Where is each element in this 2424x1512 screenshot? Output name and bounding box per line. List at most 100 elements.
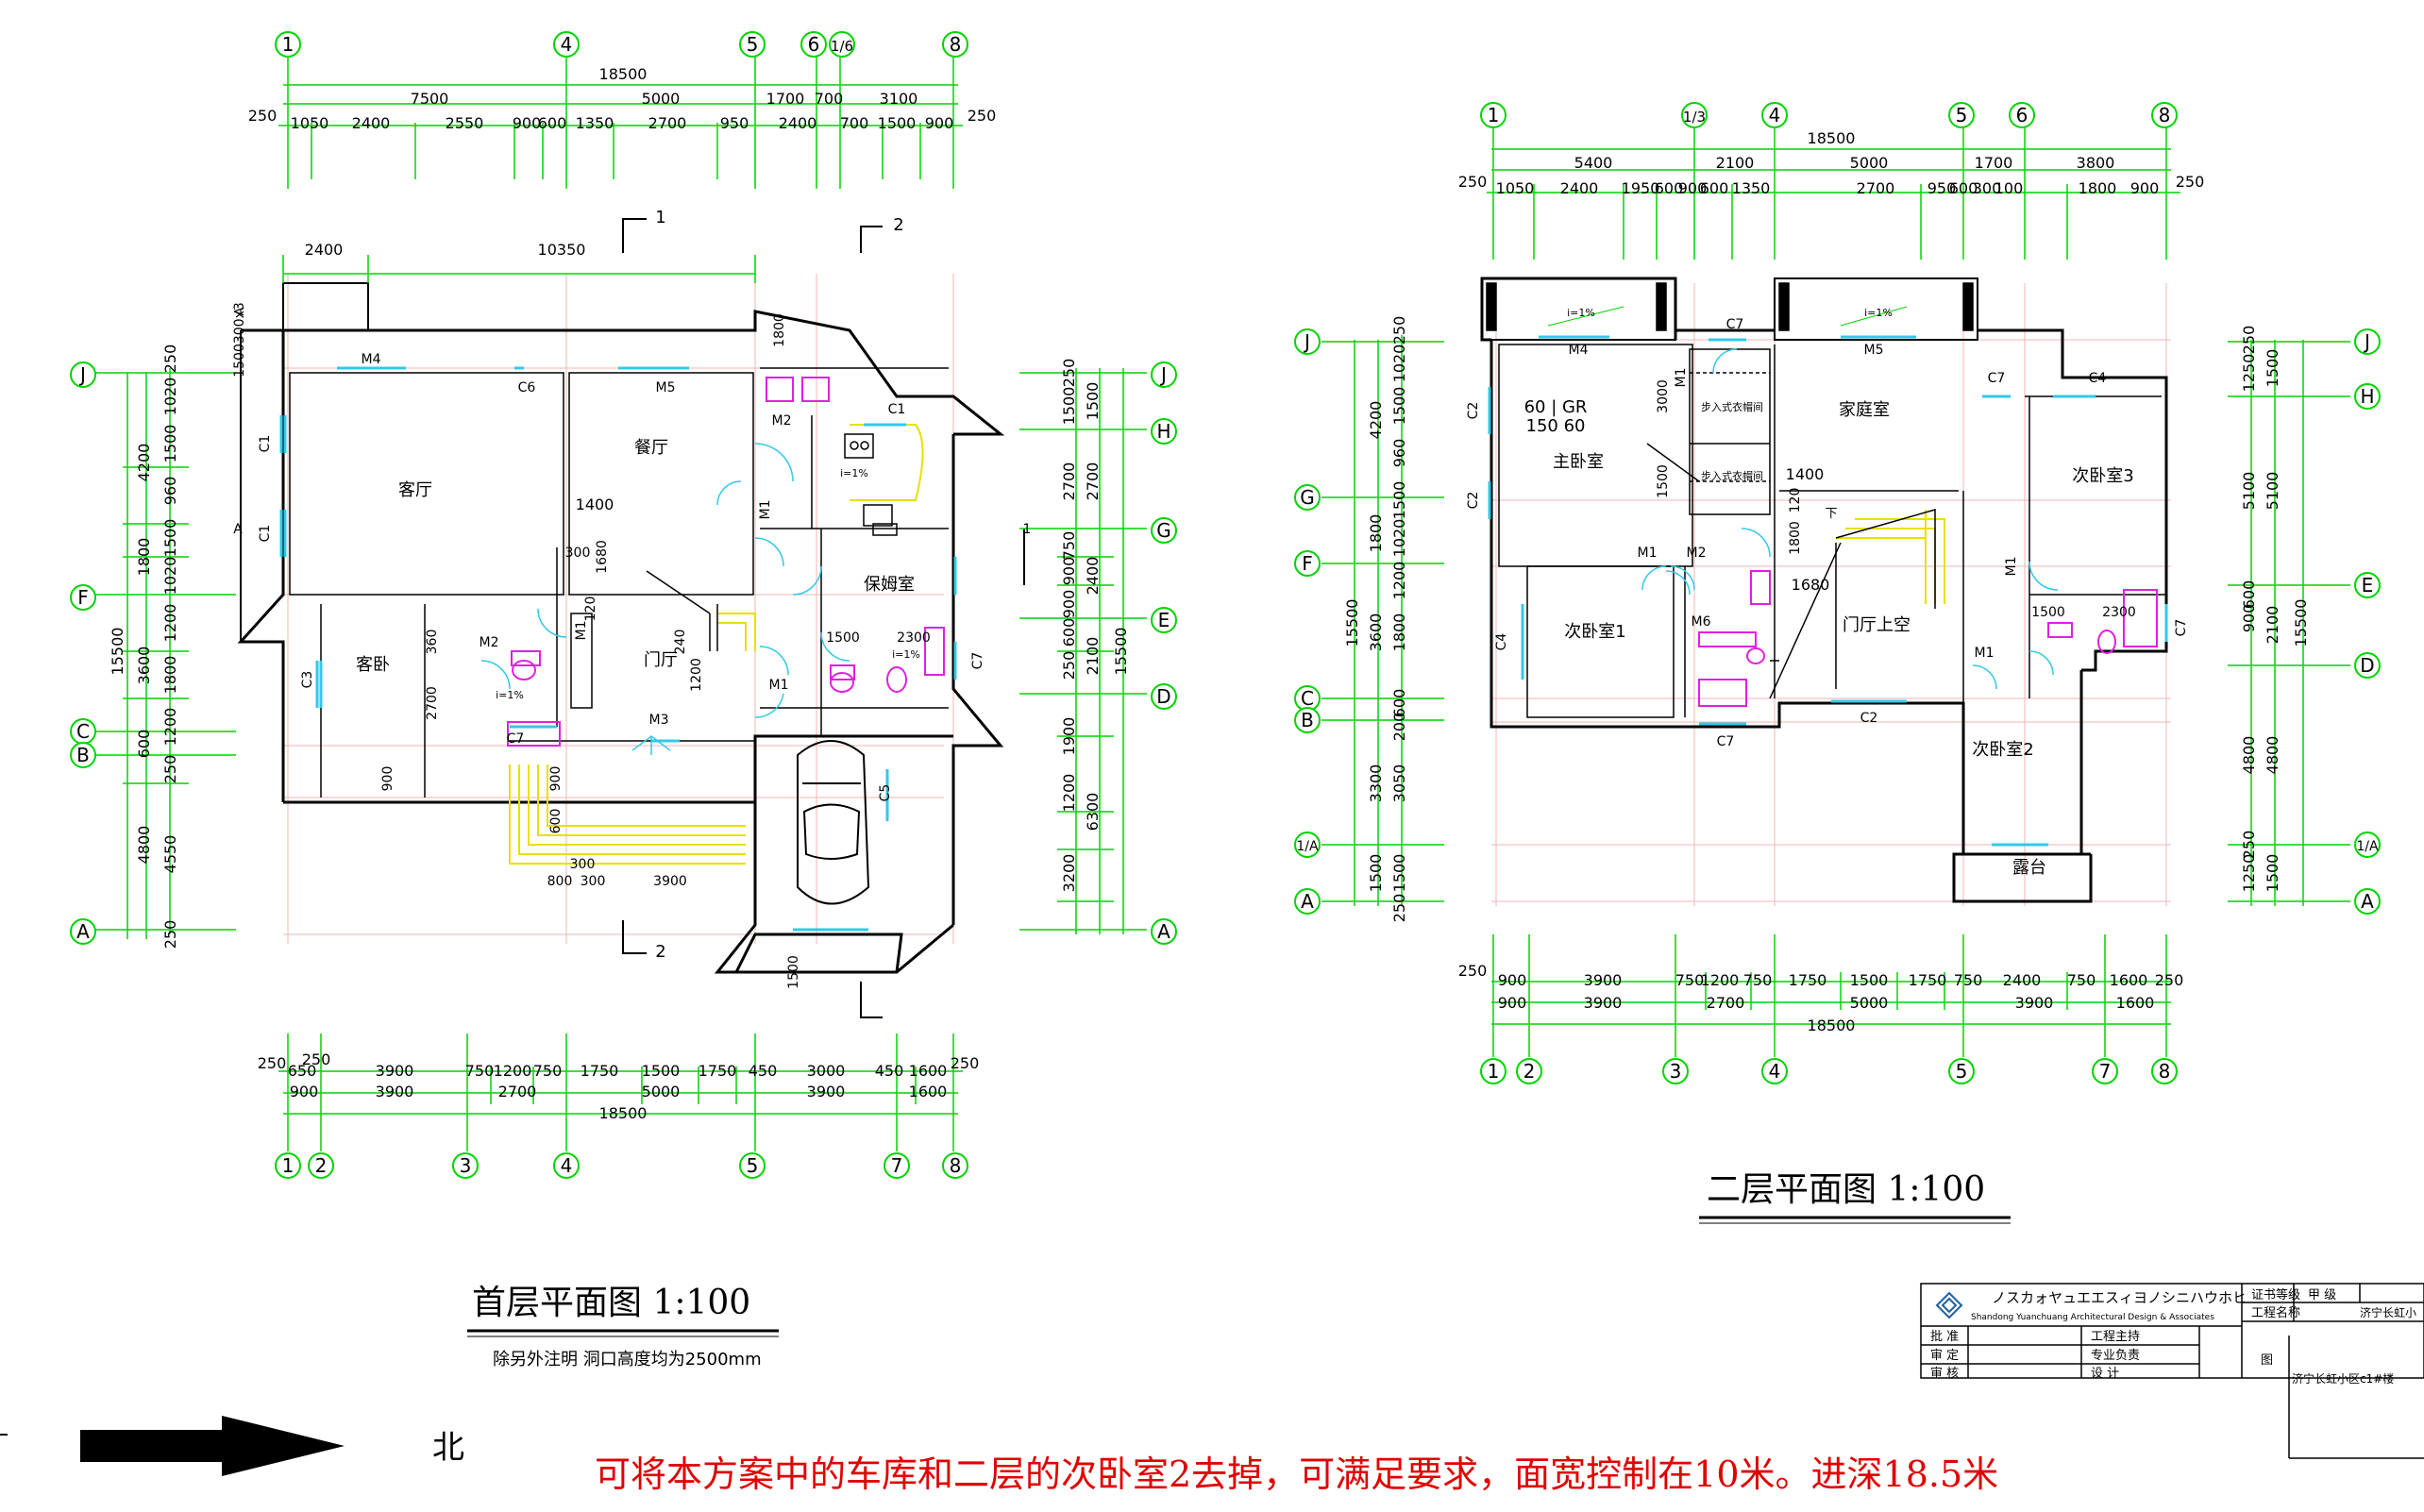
f1-label-2700: 2700 bbox=[425, 686, 440, 720]
f2-dim-bot-mid-0: 900 bbox=[1498, 994, 1527, 1012]
cert-value: 甲 级 bbox=[2308, 1288, 2336, 1302]
f1-dim-bot-det-5: 1200 bbox=[494, 1062, 532, 1080]
f2-dim-top-det-1: 1050 bbox=[1496, 179, 1535, 197]
f1-dim-right-mid-0: 2700 bbox=[1060, 462, 1078, 501]
f2-dim-left-det-8: 600 bbox=[1390, 689, 1408, 718]
f1-label-m1a: M1 bbox=[758, 500, 773, 520]
f1-label-c5: C5 bbox=[878, 784, 893, 802]
f1-dim-bot-det-11: 3000 bbox=[807, 1062, 846, 1080]
f2-label-c7a: C7 bbox=[1726, 317, 1744, 332]
f1-dim-left-det-2: 1500 bbox=[161, 425, 179, 463]
row-mid-1: 专业负责 bbox=[2091, 1349, 2140, 1363]
f2-label-c4b: C4 bbox=[1494, 633, 1509, 651]
f2-dim-right-det-1: 1250 bbox=[2240, 354, 2258, 393]
f2-dim-top-det-7: 1350 bbox=[1732, 179, 1771, 197]
north-arrow-icon bbox=[0, 1416, 345, 1476]
f2-dim-bot-mid-1: 3900 bbox=[1584, 994, 1623, 1012]
f2-dim-bot-det-3: 750 bbox=[1675, 971, 1705, 989]
f1-dim-bot-det-4: 750 bbox=[465, 1062, 495, 1080]
f2-axis-left-A: A bbox=[1301, 890, 1314, 913]
f1-label-1500c: 1500300x3 bbox=[232, 302, 247, 378]
f1-room-living: 客厅 bbox=[398, 480, 432, 500]
f2-dim-bot-det-13: 250 bbox=[2155, 971, 2184, 989]
f1-label-600: 600 bbox=[548, 809, 564, 834]
f2-dim-bot-mid-2: 2700 bbox=[1707, 994, 1745, 1012]
f1-axis-left-B: B bbox=[76, 744, 90, 766]
f1-dim-bot-det-12: 450 bbox=[875, 1062, 904, 1080]
f1-dim-bot-det-10: 450 bbox=[749, 1062, 778, 1080]
floor2-plan: 1 1/3 4 5 6 8 1 2 3 4 5 7 8 J G F C B 1/… bbox=[1294, 102, 2381, 1224]
project-label: 工程名称 bbox=[2251, 1305, 2300, 1320]
north-label: 北 bbox=[432, 1429, 464, 1467]
f2-axis-left-C: C bbox=[1301, 687, 1314, 710]
f1-dim-left-det-7: 1800 bbox=[161, 656, 179, 695]
f1-dim-top-det-13: 250 bbox=[968, 107, 997, 125]
f2-dim-left-det-4: 1500 bbox=[1390, 481, 1408, 520]
f2-label-i2: i=1% bbox=[1864, 307, 1893, 319]
f1-label-c3: C3 bbox=[300, 671, 315, 689]
drawing-name: 济宁长虹小区c1#楼 bbox=[2292, 1371, 2394, 1386]
f2-axis-bottom-7: 7 bbox=[2099, 1060, 2112, 1083]
f1-section-1-bottom: 2 bbox=[655, 942, 665, 962]
f2-dim-top-det-10: 600 bbox=[1949, 179, 1978, 197]
f2-title: 二层平面图 1:100 bbox=[1707, 1170, 1985, 1209]
f1-label-c1a: C1 bbox=[888, 402, 906, 417]
f1-dim-right-mid-5: 6300 bbox=[1084, 793, 1102, 832]
f2-label-c4a: C4 bbox=[2089, 371, 2107, 386]
cert-label: 证书等级 bbox=[2251, 1287, 2300, 1302]
f2-dim-left-mid-2: 3600 bbox=[1367, 613, 1385, 652]
f1-label-m1c: M1 bbox=[769, 678, 789, 693]
f1-axis-top-5: 5 bbox=[747, 33, 759, 56]
f1-dim-bot-mid-0: 900 bbox=[290, 1083, 319, 1100]
f1-dim-top-mid-4: 3100 bbox=[880, 90, 918, 108]
f2-dim-bot-det-12: 1600 bbox=[2110, 971, 2148, 989]
f1-dim-left-det-6: 1200 bbox=[161, 604, 179, 643]
f2-axis-left-J: J bbox=[1303, 330, 1310, 353]
f2-dim-top-det-14: 900 bbox=[2130, 179, 2160, 197]
f2-dim-top-mid-3: 1700 bbox=[1975, 154, 2013, 172]
f1-room-dining: 餐厅 bbox=[634, 438, 668, 458]
f2-dim-bot-det-9: 750 bbox=[1954, 971, 1983, 989]
f2-label-m4: M4 bbox=[1569, 343, 1589, 358]
f2-dim-left-det-1: 1020 bbox=[1390, 344, 1408, 383]
f2-label-1500b: 1500 bbox=[2031, 605, 2065, 620]
f1-dim-right-det-1: 1500 bbox=[1060, 387, 1078, 426]
f1-dim-bot-det-2: 250 bbox=[302, 1050, 331, 1068]
f2-dim-bot-det-7: 1500 bbox=[1850, 971, 1889, 989]
f1-label-1400: 1400 bbox=[576, 496, 614, 513]
f1-dim-bot-det-3: 3900 bbox=[376, 1062, 414, 1080]
f1-axis-bottom-3: 3 bbox=[460, 1154, 472, 1177]
project-value: 济宁长虹小 bbox=[2360, 1305, 2416, 1319]
f2-dim-bot-det-11: 750 bbox=[2067, 971, 2096, 989]
row-review: 审 定 bbox=[1930, 1349, 1959, 1363]
f2-axis-right-E: E bbox=[2362, 574, 2374, 596]
f1-dim-bot-mid-1: 3900 bbox=[376, 1083, 414, 1100]
f2-dim-right-mid-1: 5100 bbox=[2264, 472, 2281, 511]
f1-axis-right-J: J bbox=[1159, 363, 1167, 386]
f1-label-m1b: M1 bbox=[574, 621, 589, 641]
f1-label-i2: i=1% bbox=[840, 467, 868, 479]
f2-dim-top-det-11: 300 bbox=[1973, 179, 2002, 197]
f1-dim-bot-mid-4: 3900 bbox=[807, 1083, 846, 1100]
f1-title: 首层平面图 1:100 bbox=[472, 1284, 750, 1322]
f2-dim-top-det-3: 1950 bbox=[1622, 179, 1660, 197]
f2-label-c7b: C7 bbox=[1988, 371, 2006, 386]
f2-dim-right-det-4: 900 bbox=[2240, 604, 2258, 633]
f1-axis-top-1-6: 1/6 bbox=[831, 38, 853, 55]
f1-dim-top-det-10: 700 bbox=[840, 114, 869, 132]
f2-dim-right-det-0: 250 bbox=[2240, 326, 2258, 355]
f2-axis-bottom-4: 4 bbox=[1769, 1060, 1781, 1083]
f1-dim-right-det-0: 250 bbox=[1060, 359, 1078, 388]
f2-label-walkin1: 步入式衣帽间 bbox=[1701, 400, 1763, 413]
f2-dim-left-mid-3: 3300 bbox=[1367, 764, 1385, 803]
f1-dim-top-det-1: 1050 bbox=[291, 114, 329, 132]
f2-dim-right-mid-2: 2100 bbox=[2264, 606, 2281, 645]
f1-label-300c: 300 bbox=[570, 857, 596, 872]
f1-axis-bottom-7: 7 bbox=[891, 1154, 903, 1177]
f1-dim-bot-det-13: 1600 bbox=[909, 1062, 948, 1080]
f1-label-1500: 1500 bbox=[826, 630, 860, 646]
f1-dim-left-det-9: 250 bbox=[161, 755, 179, 784]
f2-dim-left-det-11: 1500 bbox=[1390, 854, 1408, 893]
f2-dim-bot-det-1: 900 bbox=[1498, 971, 1527, 989]
f2-label-m1b: M1 bbox=[1638, 546, 1658, 561]
